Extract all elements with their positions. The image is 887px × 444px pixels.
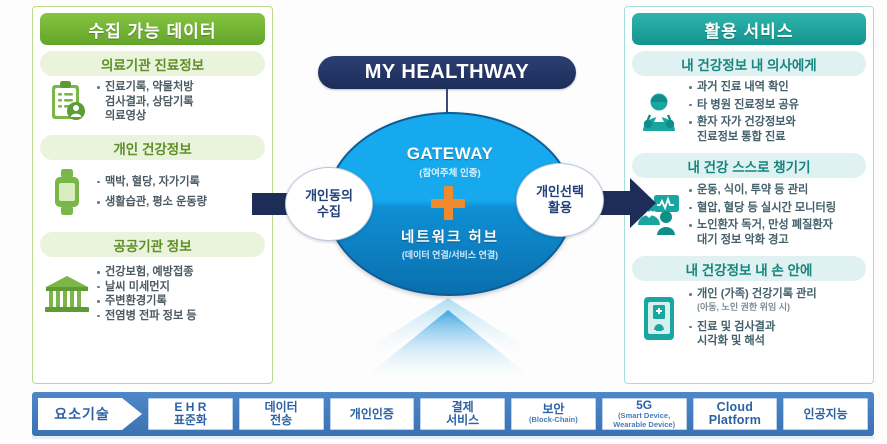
section-title: 내 건강정보 내 의사에게 — [632, 51, 866, 76]
chip-line-1: Cloud — [716, 400, 754, 414]
section-self-care: 내 건강 스스로 챙기기 운동 — [632, 153, 866, 249]
oval-line-1: 개인동의 — [305, 188, 353, 203]
chip-line-1: 인공지능 — [803, 406, 848, 421]
plus-icon — [420, 186, 476, 220]
tech-chip-personal-auth[interactable]: 개인인증 — [329, 398, 415, 430]
title-connector — [446, 89, 448, 115]
gateway-title: GATEWAY — [406, 144, 494, 163]
bullet: 생활습관, 평소 운동량 — [96, 195, 263, 210]
bullet: 환자 자가 건강정보와 — [688, 115, 864, 130]
section-public-institution: 공공기관 정보 — [40, 232, 265, 325]
right-panel-header: 활용 서비스 — [632, 13, 866, 45]
bullet: 대기 정보 악화 경고 — [697, 233, 789, 246]
chip-line-2: 서비스 — [446, 413, 480, 427]
section-title: 공공기관 정보 — [40, 232, 265, 257]
doctor-icon — [636, 91, 682, 133]
chip-sub: (Block-Chain) — [529, 415, 578, 425]
tech-chip-data-transfer[interactable]: 데이터 전송 — [238, 398, 324, 430]
consent-collection-oval: 개인동의 수집 — [285, 167, 373, 241]
element-technology-bar: 요소기술 E H R 표준화 데이터 전송 개인인증 결제 서비스 보안 (Bl… — [32, 392, 874, 436]
outflow-arrow-icon — [596, 178, 656, 233]
bullet: 맥박, 혈당, 자가기록 — [96, 175, 263, 190]
chip-line-1: 결제 — [451, 400, 474, 414]
right-panel: 활용 서비스 내 건강정보 내 의사에게 — [624, 6, 874, 384]
section-bullets: 운동, 식이, 투약 등 관리 혈압, 혈당 등 실시간 모니터링 노인환자 독… — [688, 183, 864, 247]
bottom-divider — [32, 436, 874, 439]
tech-chip-5g[interactable]: 5G (Smart Device, Wearable Device) — [601, 398, 687, 430]
page-title: MY HEALTHWAY — [318, 56, 576, 89]
network-hub-subtitle: (데이터 연결/서비스 연결) — [401, 250, 499, 260]
bullet: 진료 및 검사결과 — [688, 320, 864, 335]
mobile-record-icon — [636, 295, 682, 341]
tech-chip-security[interactable]: 보안 (Block-Chain) — [511, 398, 596, 430]
oval-line-2: 수집 — [317, 204, 341, 219]
bullet: 운동, 식이, 투약 등 관리 — [688, 183, 864, 198]
bullet-text: 개인 (가족) 건강기록 관리 — [697, 288, 817, 300]
left-panel: 수집 가능 데이터 의료기관 진료정보 — [32, 6, 273, 384]
bullet: 진료정보 통합 진료 — [697, 130, 786, 143]
oval-line-2: 활용 — [548, 200, 572, 215]
section-bullets: 과거 진료 내역 확인 타 병원 진료정보 공유 환자 자가 건강정보와 진료정… — [688, 80, 864, 144]
section-personal-records: 내 건강정보 내 손 안에 개 — [632, 256, 866, 351]
bullet: 날씨 미세먼지 — [96, 280, 263, 295]
left-panel-sections: 의료기관 진료정보 — [40, 49, 265, 377]
network-hub-title: 네트워크 허브 — [400, 230, 500, 246]
clipboard-person-icon — [44, 80, 90, 124]
government-building-icon — [44, 274, 90, 314]
network-hub-text: 네트워크 허브 (데이터 연결/서비스 연결) — [328, 226, 572, 261]
bullet: 시각화 및 해석 — [697, 335, 765, 347]
section-bullets: 개인 (가족) 건강기록 관리 (아동, 노인 권한 위임 시) 진료 및 검사… — [688, 287, 864, 349]
left-panel-header: 수집 가능 데이터 — [40, 13, 265, 45]
personal-choice-oval: 개인선택 활용 — [516, 163, 604, 237]
section-medical-institution: 의료기관 진료정보 — [40, 51, 265, 126]
bullet: 주변환경기록 — [96, 294, 263, 309]
tech-chip-cloud-platform[interactable]: Cloud Platform — [692, 398, 778, 430]
mountain-graphic — [328, 294, 568, 380]
center-diagram: MY HEALTHWAY GATEWAY (참여주체 인증) 네트워크 허브 (… — [276, 6, 620, 384]
bullet: 타 병원 진료정보 공유 — [688, 98, 864, 113]
oval-line-1: 개인선택 — [536, 184, 584, 199]
chip-line-2: 전송 — [270, 413, 293, 427]
chip-line-2: Platform — [708, 413, 762, 427]
tech-chip-ai[interactable]: 인공지능 — [783, 398, 868, 430]
bullet: 노인환자 독거, 만성 폐질환자 — [688, 218, 864, 233]
right-panel-sections: 내 건강정보 내 의사에게 과 — [632, 49, 866, 377]
bullet-subtext: (아동, 노인 권한 위임 시) — [697, 301, 791, 312]
bullet: 의료영상 — [105, 110, 147, 123]
bullet: 전염병 전파 정보 등 — [96, 309, 263, 324]
chip-line-1: E H R — [174, 400, 207, 414]
tech-chip-payment[interactable]: 결제 서비스 — [420, 398, 505, 430]
smartwatch-icon — [44, 168, 90, 216]
gateway-subtitle: (참여주체 인증) — [419, 168, 481, 179]
bullet: 과거 진료 내역 확인 — [688, 80, 864, 95]
bullet: 진료기록, 약물처방 — [96, 80, 263, 95]
section-doctor-access: 내 건강정보 내 의사에게 과 — [632, 51, 866, 146]
section-bullets: 진료기록, 약물처방 검사결과, 상담기록 의료영상 — [96, 80, 263, 124]
bullet: 건강보험, 예방접종 — [96, 265, 263, 280]
chip-line-2: 표준화 — [173, 413, 207, 427]
chip-sub: (Smart Device, Wearable Device) — [613, 411, 676, 429]
chip-line-1: 데이터 — [264, 400, 298, 414]
section-personal-health: 개인 건강정보 맥박, 혈당, 자가기록 생활습관, 평소 운동량 — [40, 135, 265, 218]
section-bullets: 맥박, 혈당, 자가기록 생활습관, 평소 운동량 — [96, 175, 263, 210]
bullet: 혈압, 혈당 등 실시간 모니터링 — [688, 201, 864, 216]
chip-line-1: 개인인증 — [349, 406, 394, 421]
bullet: 검사결과, 상담기록 — [105, 95, 194, 108]
bullet: 개인 (가족) 건강기록 관리 (아동, 노인 권한 위임 시) — [688, 287, 864, 313]
section-title: 내 건강정보 내 손 안에 — [632, 256, 866, 281]
section-title: 개인 건강정보 — [40, 135, 265, 160]
chip-line-1: 5G — [636, 398, 653, 412]
element-technology-label: 요소기술 — [38, 398, 142, 430]
section-title: 내 건강 스스로 챙기기 — [632, 153, 866, 178]
gateway-top-text: GATEWAY (참여주체 인증) — [328, 144, 572, 179]
tech-chip-ehr[interactable]: E H R 표준화 — [148, 398, 233, 430]
section-title: 의료기관 진료정보 — [40, 51, 265, 76]
chip-line-1: 보안 — [542, 402, 565, 417]
section-bullets: 건강보험, 예방접종 날씨 미세먼지 주변환경기록 전염병 전파 정보 등 — [96, 265, 263, 323]
